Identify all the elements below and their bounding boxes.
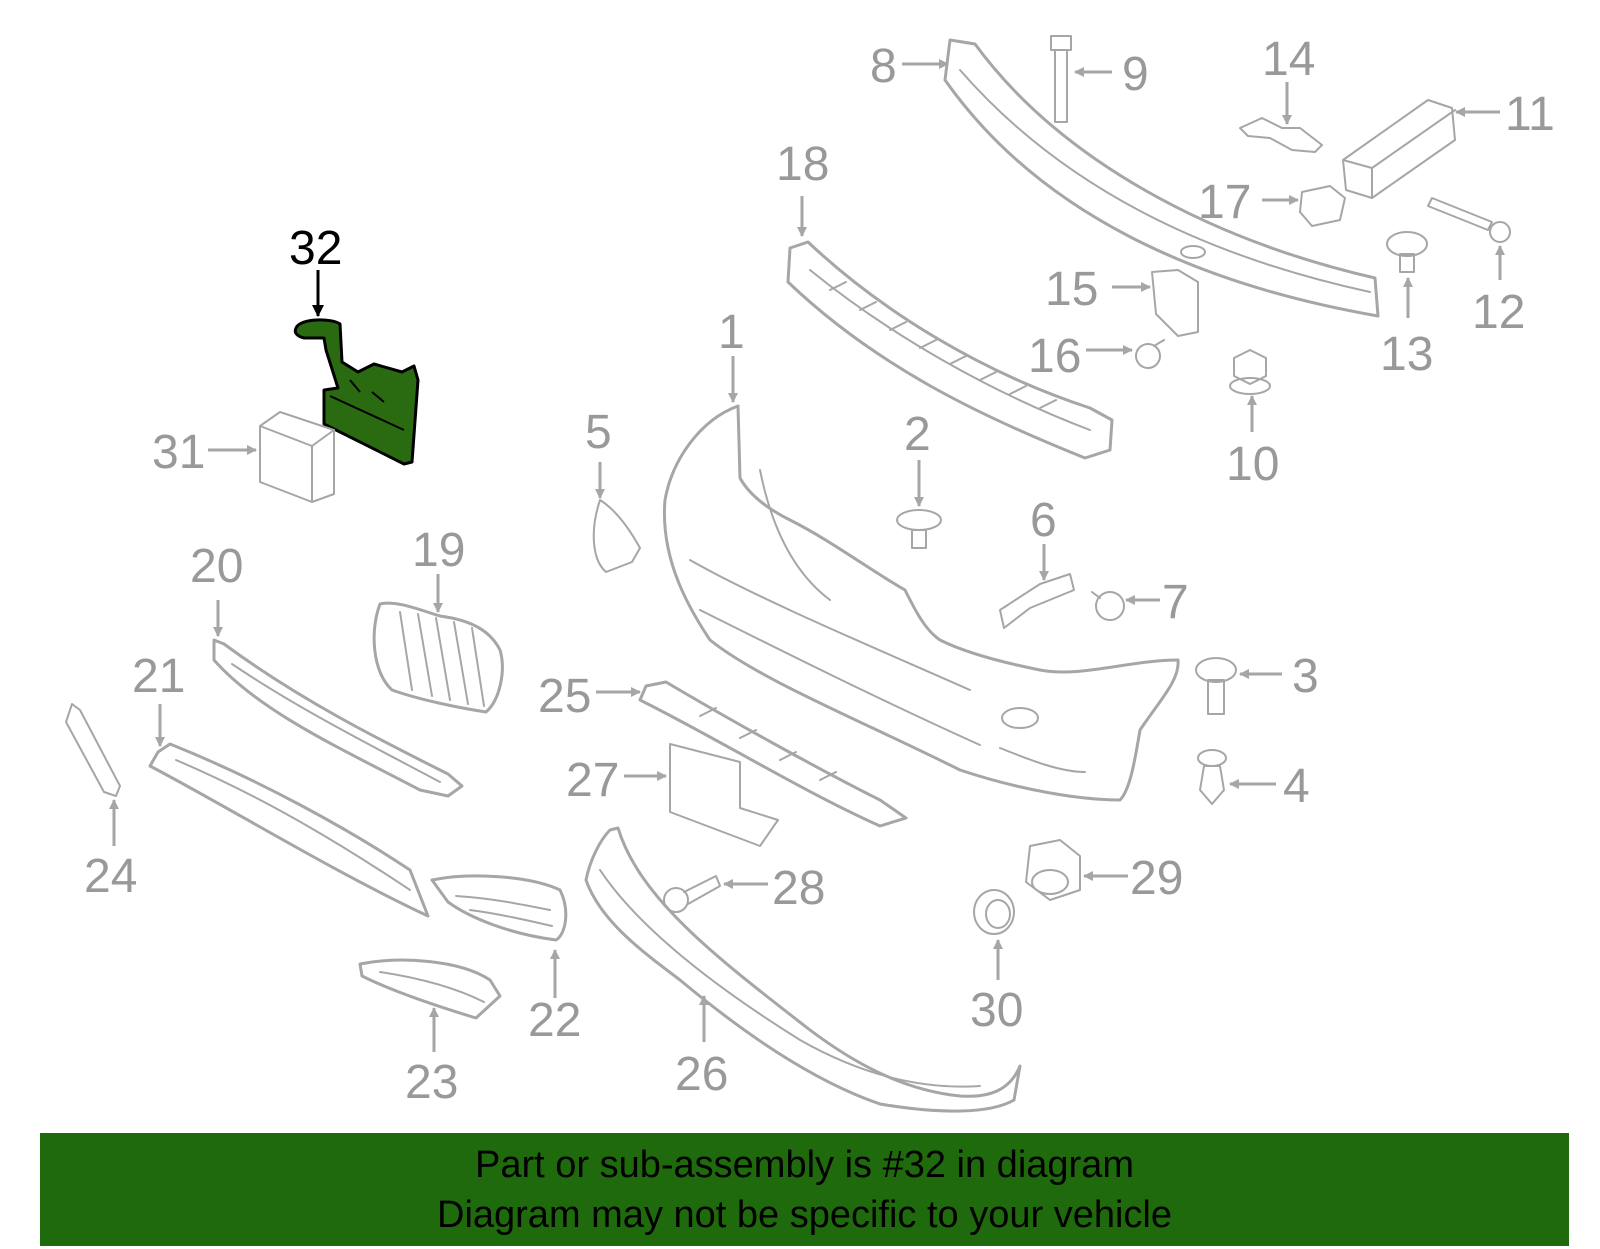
part-10-nut <box>1229 349 1271 395</box>
part-20-grille-trim <box>212 638 464 798</box>
part-32-bracket-highlighted[interactable] <box>293 318 420 466</box>
callout-19: 19 <box>412 524 465 577</box>
callout-17: 17 <box>1198 176 1251 229</box>
part-9-bolt <box>1050 35 1072 123</box>
part-31-module <box>259 411 335 503</box>
part-26-lower-spoiler <box>584 826 1022 1113</box>
callout-3: 3 <box>1292 650 1319 703</box>
callout-26: 26 <box>675 1048 728 1101</box>
callout-18: 18 <box>776 138 829 191</box>
part-15-bracket <box>1151 269 1199 337</box>
callout-8: 8 <box>870 40 897 93</box>
callout-31: 31 <box>152 426 205 479</box>
callout-16: 16 <box>1028 330 1081 383</box>
part-30-ring <box>973 889 1015 935</box>
callout-2: 2 <box>904 408 931 461</box>
part-8-bumper-beam <box>943 38 1380 318</box>
callout-32: 32 <box>289 222 342 275</box>
part-27-plate <box>669 743 779 847</box>
callout-5: 5 <box>585 406 612 459</box>
callout-15: 15 <box>1045 263 1098 316</box>
callout-21: 21 <box>132 650 185 703</box>
part-16-screw <box>1135 339 1165 369</box>
part-23-fog-grille <box>358 958 502 1020</box>
part-18-absorber <box>786 240 1114 460</box>
callout-4: 4 <box>1283 760 1310 813</box>
callout-6: 6 <box>1030 494 1057 547</box>
part-7-rivet <box>1091 591 1125 621</box>
callout-1: 1 <box>718 306 745 359</box>
callout-24: 24 <box>84 850 137 903</box>
part-13-rivet <box>1386 231 1428 273</box>
callout-29: 29 <box>1130 852 1183 905</box>
callout-25: 25 <box>538 670 591 723</box>
callout-9: 9 <box>1122 48 1149 101</box>
callout-20: 20 <box>190 540 243 593</box>
callout-12: 12 <box>1472 286 1525 339</box>
part-19-kidney-grille <box>372 601 504 714</box>
banner-line-2: Diagram may not be specific to your vehi… <box>437 1193 1172 1236</box>
callout-28: 28 <box>772 862 825 915</box>
part-25-lower-absorber <box>638 680 908 828</box>
part-24-side-trim <box>65 703 121 797</box>
part-3-screw <box>1195 657 1237 715</box>
callout-10: 10 <box>1226 438 1279 491</box>
part-29-sensor <box>1025 839 1081 901</box>
part-22-fog-grille <box>430 874 568 942</box>
part-6-bracket <box>999 573 1075 629</box>
part-12-bolt <box>1427 197 1511 243</box>
part-11-crash-box <box>1342 99 1456 199</box>
callout-30: 30 <box>970 984 1023 1037</box>
callout-23: 23 <box>405 1056 458 1109</box>
info-banner: Part or sub-assembly is #32 in diagram D… <box>40 1133 1569 1246</box>
part-5-cover-cap <box>592 499 641 573</box>
callout-14: 14 <box>1262 33 1315 86</box>
part-4-clip <box>1197 749 1227 805</box>
part-28-bolt <box>663 875 721 913</box>
callout-7: 7 <box>1162 576 1189 629</box>
part-17-clip <box>1299 185 1346 227</box>
callout-27: 27 <box>566 754 619 807</box>
part-21-lower-grille <box>148 742 430 918</box>
callout-22: 22 <box>528 994 581 1047</box>
callout-11: 11 <box>1505 88 1555 141</box>
banner-line-1: Part or sub-assembly is #32 in diagram <box>475 1143 1134 1186</box>
part-1-bumper-cover <box>662 404 1180 802</box>
callout-13: 13 <box>1380 328 1433 381</box>
part-2-clip <box>896 509 942 549</box>
part-14-bracket <box>1239 117 1323 153</box>
